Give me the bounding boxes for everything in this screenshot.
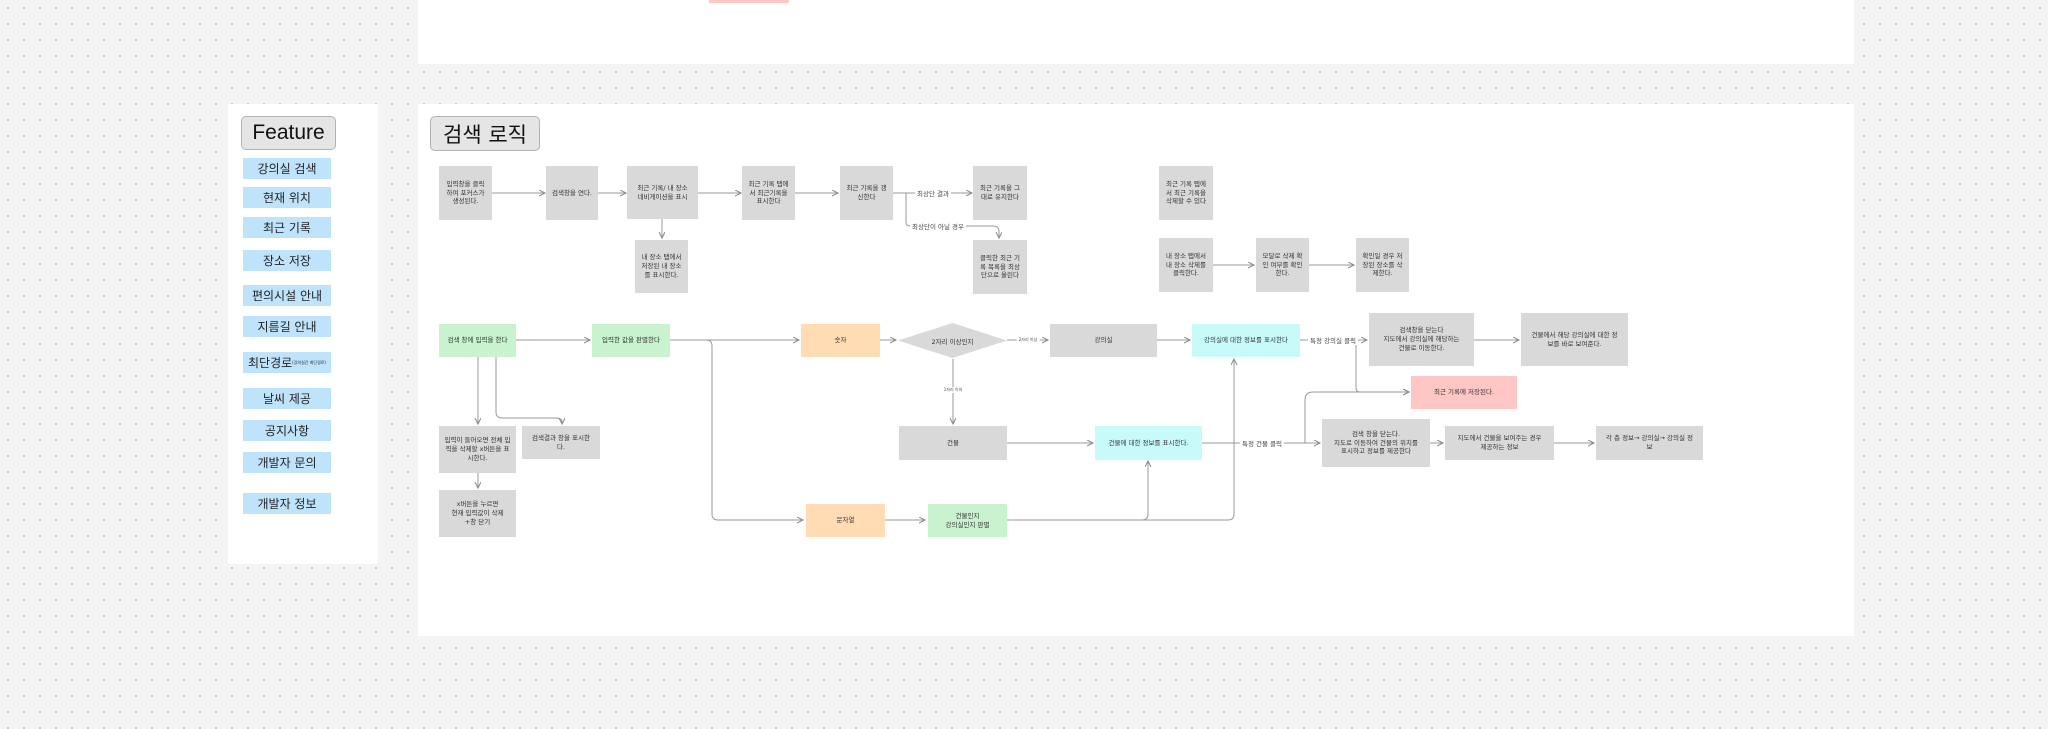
node-close-map-building: 검색 창을 닫는다. 지도로 이동하여 건물의 위치를 표시하고 정보를 제공한… bbox=[1322, 419, 1430, 467]
node-close-go-building: 검색창을 닫는다 지도에서 강의실에 해당하는 건물로 이동한다. bbox=[1369, 313, 1474, 366]
edge-label-most-recent: 최상단 결과 bbox=[915, 188, 951, 198]
feature-item-save-place[interactable]: 장소 저장 bbox=[243, 250, 331, 271]
node-show-x-button: 입력이 들어오면 전체 입 력을 삭제할 x버튼을 표 시한다. bbox=[439, 426, 516, 473]
node-classroom: 강의실 bbox=[1050, 324, 1157, 357]
feature-item-recent-history[interactable]: 최근 기록 bbox=[243, 217, 331, 238]
node-open-search: 검색창을 연다. bbox=[546, 166, 598, 220]
node-building: 건물 bbox=[899, 426, 1007, 460]
node-show-room-in-building: 건물에서 해당 강의실에 대한 정 보를 바로 보여준다. bbox=[1521, 313, 1628, 366]
feature-item-shortcut[interactable]: 지름길 안내 bbox=[243, 316, 331, 337]
edge-label-not-most-recent: 최상단이 아닐 경우 bbox=[910, 221, 966, 231]
feature-item-developer-info[interactable]: 개발자 정보 bbox=[243, 493, 331, 514]
node-map-building-info: 지도에서 건물을 보여주는 경우 제공하는 정보 bbox=[1445, 426, 1554, 460]
top-frame-pink-fragment bbox=[709, 0, 789, 3]
edge-label-click-building: 특정 건물 클릭 bbox=[1239, 438, 1285, 448]
feature-title: Feature bbox=[241, 116, 336, 150]
edge-n26-n21 bbox=[1304, 392, 1409, 443]
node-click-delete-place: 내 장소 탭에서 내 장소 삭제를 클릭한다. bbox=[1159, 238, 1213, 292]
feature-item-current-location[interactable]: 현재 위치 bbox=[243, 187, 331, 208]
edge-label-click-room: 특정 강의실 클릭 bbox=[1308, 335, 1358, 345]
feature-item-shortest-path-label: 최단경로 bbox=[247, 356, 293, 370]
search-logic-title: 검색 로직 bbox=[430, 116, 540, 151]
node-floor-room-info: 각 층 정보→ 강의실→ 강의실 정 보 bbox=[1596, 426, 1703, 460]
node-show-recent-nav: 최근 기록/ 내 장소 네비게이션을 표시 bbox=[627, 166, 698, 219]
node-classify-input: 입력한 값을 판별한다 bbox=[592, 324, 670, 357]
node-move-recent-top: 클릭한 최근 기 록 목록을 최상 단으로 올린다 bbox=[973, 240, 1027, 294]
node-keep-recent: 최근 기록을 그 대로 유지한다 bbox=[973, 166, 1027, 220]
feature-item-facilities[interactable]: 편의시설 안내 bbox=[243, 285, 331, 306]
node-number: 숫자 bbox=[801, 324, 880, 357]
edge-n31-n18 bbox=[1007, 359, 1234, 521]
node-type-search: 검색 창에 입력을 한다 bbox=[439, 324, 516, 357]
node-delete-recent: 최근 기록 탭에 서 최근 기록을 삭제할 수 있다 bbox=[1159, 166, 1213, 220]
node-delete-place: 확인일 경우 저 장된 장소를 삭 제한다. bbox=[1356, 238, 1409, 292]
edge-label-two-or-more: 2자리 이상 bbox=[1016, 337, 1040, 343]
top-frame bbox=[418, 0, 1854, 64]
edge-label-one-digit: 1자리 이하 bbox=[941, 387, 965, 393]
node-show-room-info: 강의실에 대한 정보를 표시한다 bbox=[1192, 324, 1300, 357]
node-show-results: 검색결과 창을 표시한 다. bbox=[522, 426, 600, 459]
node-my-places-tab: 내 장소 탭에서 저장된 내 장소 를 표시한다. bbox=[635, 240, 688, 293]
node-update-recent: 최근 기록을 갱 신한다 bbox=[840, 166, 893, 220]
node-show-building-info: 건물에 대한 정보를 표시한다. bbox=[1095, 426, 1202, 460]
feature-item-classroom-search[interactable]: 강의실 검색 bbox=[243, 158, 331, 179]
edge-n31-n26 bbox=[1007, 461, 1148, 521]
feature-item-shortest-path[interactable]: 최단경로(강의실간 최단경로) bbox=[243, 352, 331, 373]
feature-item-shortest-path-note: (강의실간 최단경로) bbox=[292, 359, 326, 365]
edge-n13-n23 bbox=[495, 357, 562, 424]
feature-item-developer-contact[interactable]: 개발자 문의 bbox=[243, 452, 331, 473]
edge-n14-n30 bbox=[705, 339, 803, 520]
node-recent-tab-show: 최근 기록 탭에 서 최근기록을 표시한다 bbox=[742, 166, 795, 220]
node-confirm-modal: 모달로 삭제 확 인 여부를 확인 한다. bbox=[1256, 238, 1309, 292]
node-x-clear-close: x버튼을 누르면 현재 입력값이 삭제 +창 닫기 bbox=[439, 490, 516, 537]
feature-item-weather[interactable]: 날씨 제공 bbox=[243, 388, 331, 409]
node-save-recent: 최근 기록에 저장된다. bbox=[1411, 376, 1517, 409]
node-string: 문자열 bbox=[806, 504, 885, 537]
node-focus-input: 입력창을 클릭 하여 포커스가 생성된다. bbox=[439, 166, 492, 220]
feature-item-notice[interactable]: 공지사항 bbox=[243, 420, 331, 441]
node-building-or-room: 건물인지 강의실인지 판별 bbox=[928, 504, 1007, 537]
